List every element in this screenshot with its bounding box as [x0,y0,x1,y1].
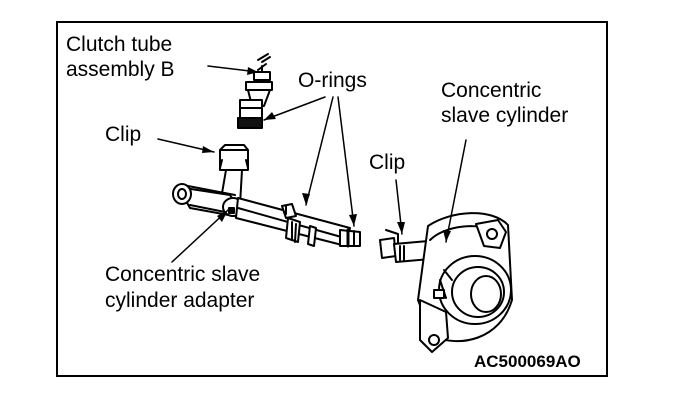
concentric-slave-label-line2: slave cylinder [441,104,569,127]
o-rings-label: O-rings [298,69,367,92]
slave-cylinder-adapter [172,144,361,248]
leader-arrowheads [202,67,451,242]
figure-frame [56,21,608,377]
adapter-label-line1: Concentric slave [105,263,261,286]
figure-code: AC500069AO [474,352,581,371]
clutch-tube-label-line1: Clutch tube [66,33,173,56]
clutch-tube-label-line2: assembly B [66,58,175,81]
concentric-slave-cylinder [379,212,513,353]
leader-lines [157,65,467,263]
adapter-label-line2: cylinder adapter [105,289,255,312]
clip-left-label: Clip [105,123,142,146]
clutch-tube-assembly [237,53,273,129]
clip-right-label: Clip [369,151,406,174]
concentric-slave-label-line1: Concentric [441,79,542,102]
